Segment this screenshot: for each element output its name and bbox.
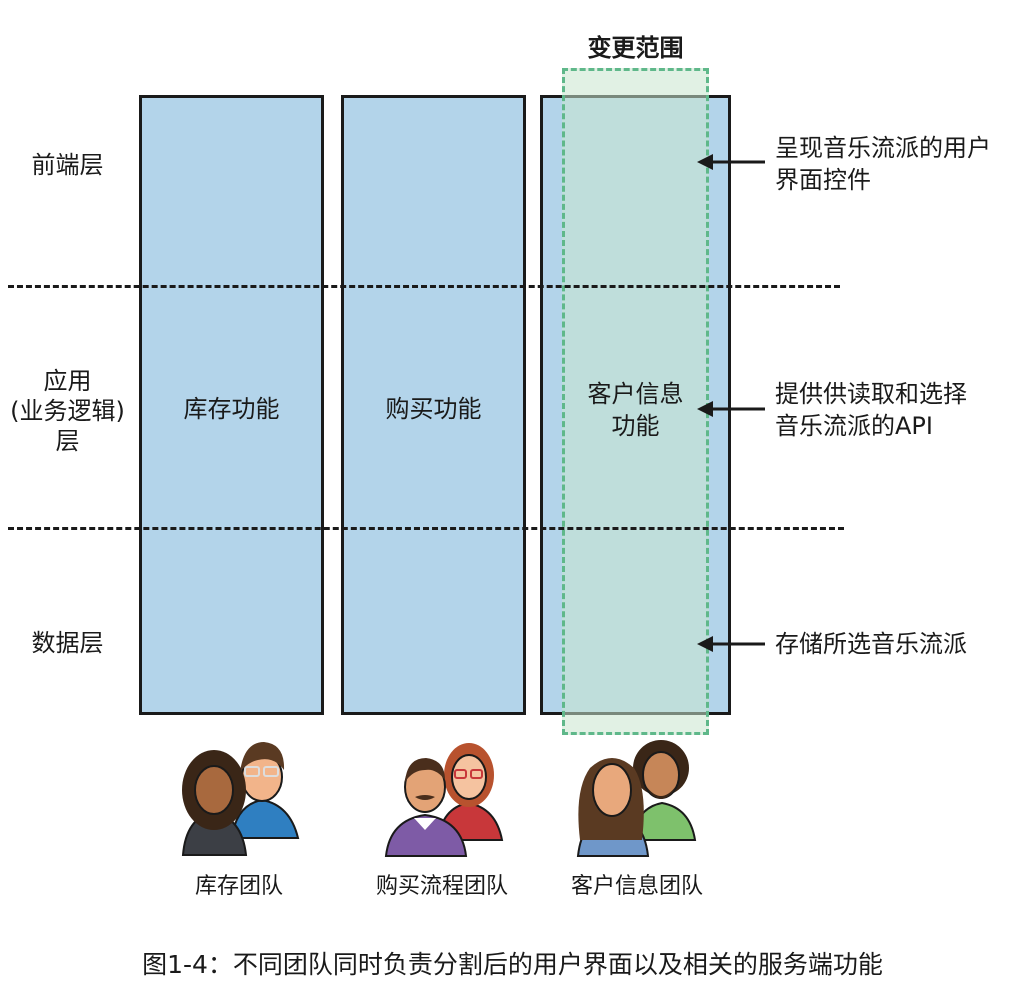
annotation-ui: 呈现音乐流派的用户 界面控件 xyxy=(775,132,991,196)
team-label-inventory: 库存团队 xyxy=(194,874,283,899)
change-scope-box xyxy=(562,68,709,735)
layer-label-application-line2: (业务逻辑) xyxy=(10,397,125,425)
team-label-customer: 客户信息团队 xyxy=(570,874,703,899)
arrow-ui-head xyxy=(697,154,713,170)
layer-label-frontend: 前端层 xyxy=(31,151,104,179)
layer-separator-top xyxy=(8,285,840,288)
column-purchase xyxy=(341,95,526,715)
change-scope-title: 变更范围 xyxy=(587,34,684,62)
team-label-purchase: 购买流程团队 xyxy=(375,874,508,899)
layer-label-application: 应用 (业务逻辑) 层 xyxy=(5,366,130,456)
layer-label-application-line1: 应用 xyxy=(43,367,92,395)
arrow-api-head xyxy=(697,401,713,417)
column-inventory xyxy=(139,95,324,715)
column-label-purchase: 购买功能 xyxy=(385,395,482,423)
annotation-ui-line1: 呈现音乐流派的用户 xyxy=(775,134,991,162)
layer-separator-bottom xyxy=(8,527,844,530)
column-label-customer-line2: 功能 xyxy=(611,412,660,440)
figure-caption: 图1-4：不同团队同时负责分割后的用户界面以及相关的服务端功能 xyxy=(142,950,883,979)
arrow-store-head xyxy=(697,636,713,652)
column-label-customer-line1: 客户信息 xyxy=(587,380,684,408)
layer-label-data: 数据层 xyxy=(31,629,104,657)
team-customer-people-icon xyxy=(576,740,697,857)
annotation-api-line2: 音乐流派的API xyxy=(775,412,933,440)
layer-label-application-line3: 层 xyxy=(55,427,80,455)
annotation-api-line1: 提供供读取和选择 xyxy=(775,380,967,408)
annotation-store: 存储所选音乐流派 xyxy=(775,630,967,658)
column-label-customer: 客户信息 功能 xyxy=(540,378,731,442)
annotation-ui-line2: 界面控件 xyxy=(775,166,871,194)
team-inventory-people-icon xyxy=(181,742,300,856)
team-purchase-people-icon xyxy=(384,743,504,857)
annotation-api: 提供供读取和选择 音乐流派的API xyxy=(775,378,967,442)
column-label-inventory: 库存功能 xyxy=(183,395,280,423)
